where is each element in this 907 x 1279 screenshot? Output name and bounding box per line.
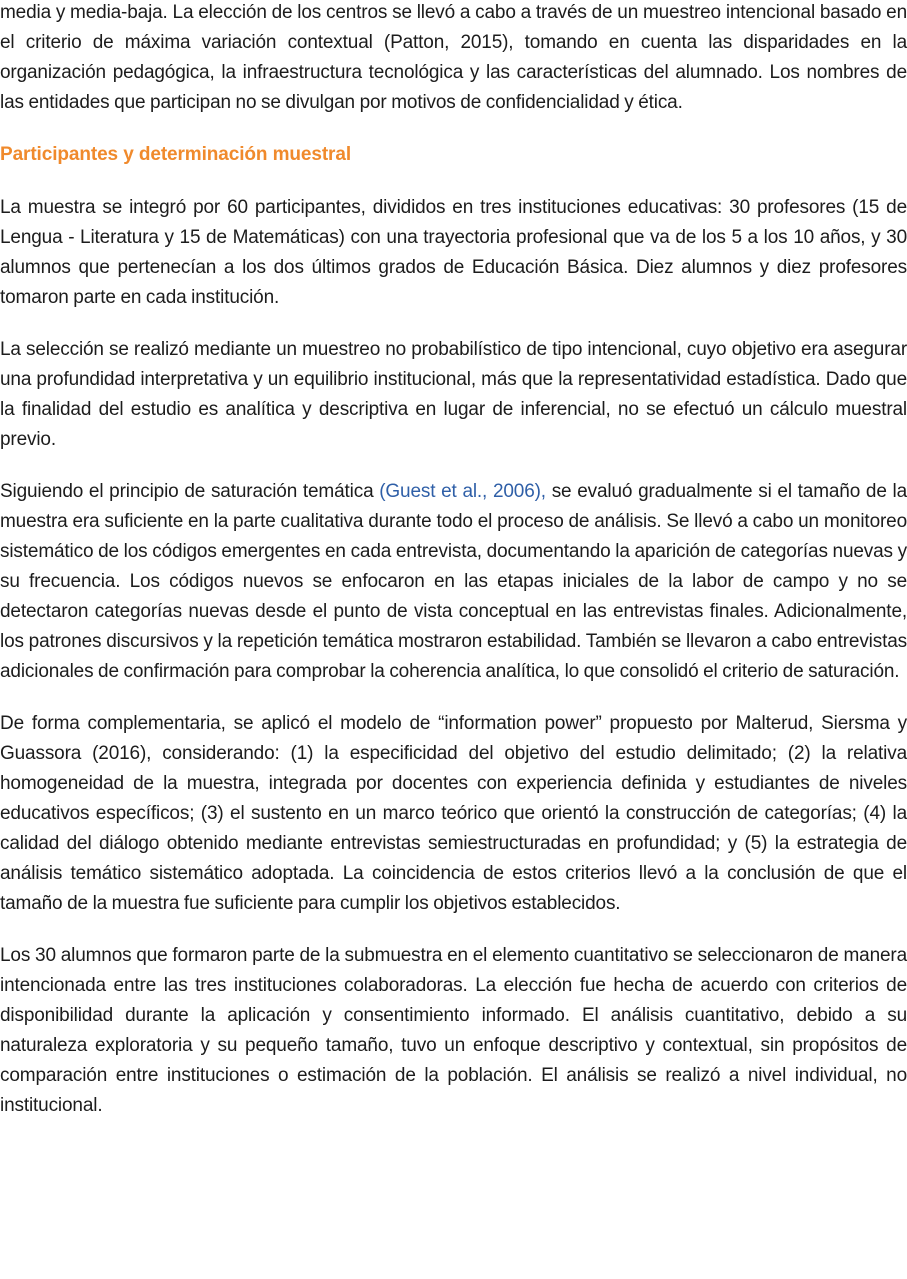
paragraph-text-segment: se evaluó gradualmente si el tamaño de l… [0,481,907,682]
document-page: media y media-baja. La elección de los c… [0,2,907,1116]
paragraph-text-segment: Siguiendo el principio de saturación tem… [0,481,380,502]
intro-paragraph: media y media-baja. La elección de los c… [0,2,907,113]
paragraph-sampling-method: La selección se realizó mediante un mues… [0,339,907,450]
citation-link[interactable]: (Guest et al., 2006), [379,481,546,502]
paragraph-sample-composition: La muestra se integró por 60 participant… [0,197,907,308]
section-heading: Participantes y determinación muestral [0,144,351,165]
paragraph-quantitative-subsample: Los 30 alumnos que formaron parte de la … [0,945,907,1116]
paragraph-information-power: De forma complementaria, se aplicó el mo… [0,713,907,914]
paragraph-thematic-saturation: Siguiendo el principio de saturación tem… [0,477,907,687]
